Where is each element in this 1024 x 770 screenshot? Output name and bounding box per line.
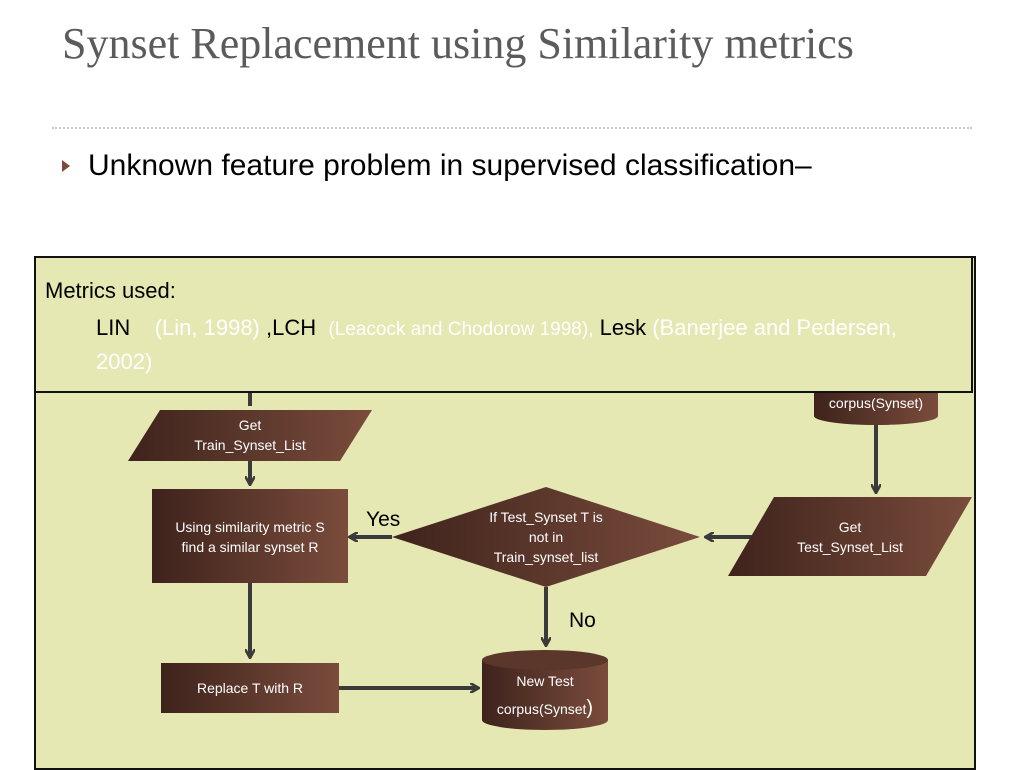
get-train-synset-list: Get Train_Synset_List — [128, 410, 372, 461]
similarity-line2: find a similar synset R — [182, 539, 319, 555]
bullet-text: Unknown feature problem in supervised cl… — [88, 149, 812, 182]
metrics-box — [34, 256, 973, 393]
replace-label: Replace T with R — [197, 680, 303, 696]
no-label: No — [569, 609, 596, 632]
metrics-list: LIN (Lin, 1998) ,LCH (Leacock and Chodor… — [96, 312, 956, 378]
metric-separator: , — [259, 315, 273, 340]
metrics-heading: Metrics used: — [45, 278, 176, 303]
new-corpus-line2: corpus(Synset) — [497, 697, 593, 719]
get-train-line2: Train_Synset_List — [194, 437, 306, 453]
decision-line2: not in — [529, 529, 563, 545]
replace-process: Replace T with R — [161, 663, 339, 713]
metric-lesk-citation: (Banerjee and Pedersen, 2002) — [96, 315, 897, 374]
similarity-process: Using similarity metric S find a similar… — [152, 489, 348, 583]
metric-lin: LIN — [96, 315, 131, 340]
metric-lesk: Lesk — [599, 315, 647, 340]
metric-lch: LCH — [272, 315, 317, 340]
new-test-corpus-cylinder: New Test corpus(Synset) — [482, 650, 608, 730]
title-divider — [52, 127, 972, 129]
decision-diamond: If Test_Synset T is not in Train_synset_… — [392, 487, 700, 587]
corpus-cylinder: corpus(Synset) — [814, 392, 938, 425]
get-test-line2: Test_Synset_List — [797, 539, 903, 555]
metric-lin-citation: (Lin, 1998) — [154, 315, 260, 340]
get-test-synset-list: Get Test_Synset_List — [728, 497, 972, 576]
bullet-triangle-icon — [62, 160, 70, 172]
similarity-line1: Using similarity metric S — [175, 519, 324, 535]
yes-label: Yes — [366, 508, 400, 531]
get-train-line1: Get — [239, 417, 262, 433]
metric-lch-citation: (Leacock and Chodorow 1998), — [328, 319, 594, 340]
bullet-item: Unknown feature problem in supervised cl… — [62, 146, 812, 186]
new-corpus-line1: New Test — [516, 673, 573, 689]
decision-line3: Train_synset_list — [494, 549, 599, 565]
get-test-line1: Get — [839, 519, 862, 535]
decision-line1: If Test_Synset T is — [489, 509, 603, 525]
corpus-label: corpus(Synset) — [829, 395, 923, 411]
slide-title: Synset Replacement using Similarity metr… — [62, 19, 854, 68]
